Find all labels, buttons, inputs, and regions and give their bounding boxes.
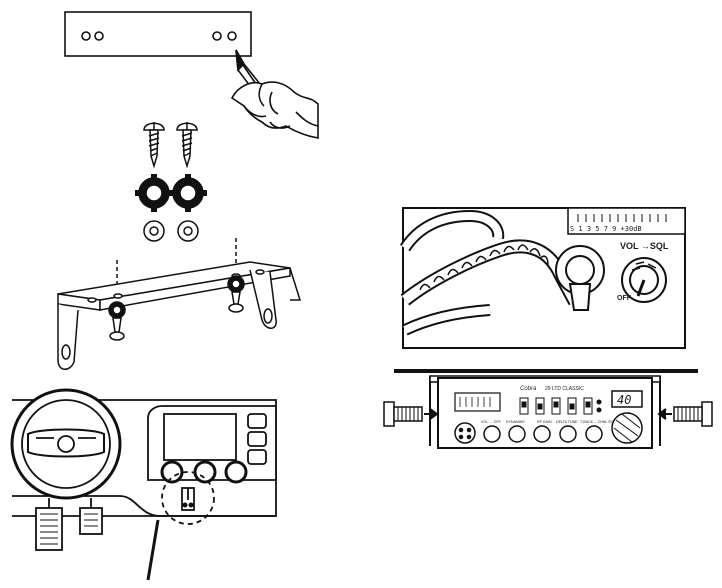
mount-location-circle: [161, 471, 215, 525]
radio-mount-panel: Cobra 29 LTD CLASSIC 40 VOL ← OFF DYNAMI…: [383, 369, 713, 449]
mounting-bolt-icon: [673, 401, 713, 427]
arrow-left-icon: [657, 408, 672, 420]
off-label: OFF: [617, 295, 632, 302]
lock-washer-icon: [135, 174, 173, 212]
channel-number: 40: [617, 393, 631, 407]
mic-socket-icon: [454, 422, 476, 444]
template-hole: [227, 31, 237, 41]
radio-control-label: DELTA TUNE: [556, 420, 578, 424]
steering-wheel-icon: [10, 388, 122, 500]
volume-knob-icon: [621, 257, 667, 303]
radio-knob-icon: [559, 425, 577, 443]
washer-icon: [177, 220, 199, 242]
radio-knob-icon: [483, 425, 501, 443]
washer-icon: [143, 220, 165, 242]
screw-icon: [176, 122, 198, 169]
meter-scale-label: S 1 3 5 7 9 +30dB: [570, 225, 642, 233]
mounting-template-panel: [64, 11, 319, 139]
radio-model-label: 29 LTD CLASSIC: [545, 386, 584, 392]
pedal-icon: [79, 498, 103, 535]
radio-brand-label: Cobra: [520, 386, 537, 392]
pedal-icon: [35, 498, 63, 551]
radio-knob-icon: [508, 425, 526, 443]
screw-icon: [143, 122, 165, 169]
mic-jack-icon: [555, 245, 605, 311]
vol-sql-label: VOL →SQL: [620, 241, 669, 251]
closeup-panel: S 1 3 5 7 9 +30dB VOL →SQL OFF: [399, 207, 686, 349]
hand-icon: [230, 81, 319, 139]
template-plate: [64, 11, 252, 57]
dashboard-panel: [10, 388, 277, 581]
template-hole: [94, 31, 104, 41]
coiled-cord: [399, 209, 582, 336]
mounting-bolt-icon: [383, 401, 423, 427]
instrument-cluster: [147, 405, 277, 484]
radio-control-label: DYNAMIKE: [506, 420, 525, 424]
mounting-bracket: [57, 261, 302, 370]
channel-display: [611, 390, 643, 408]
radio-control-label: T-BACK→ CHNL SQL: [580, 420, 615, 424]
installed-screw-icon: [227, 275, 245, 313]
hardware-panel: [57, 122, 302, 370]
radio-knob-icon: [585, 425, 603, 443]
installed-screw-icon: [108, 301, 126, 341]
template-hole: [81, 31, 91, 41]
template-hole: [212, 31, 222, 41]
lock-washer-icon: [169, 174, 207, 212]
radio-knob-icon: [533, 425, 551, 443]
radio-control-label: VOL ← OFF: [481, 420, 502, 424]
arrow-right-icon: [424, 408, 439, 420]
radio-control-label: RF GAIN: [537, 420, 552, 424]
